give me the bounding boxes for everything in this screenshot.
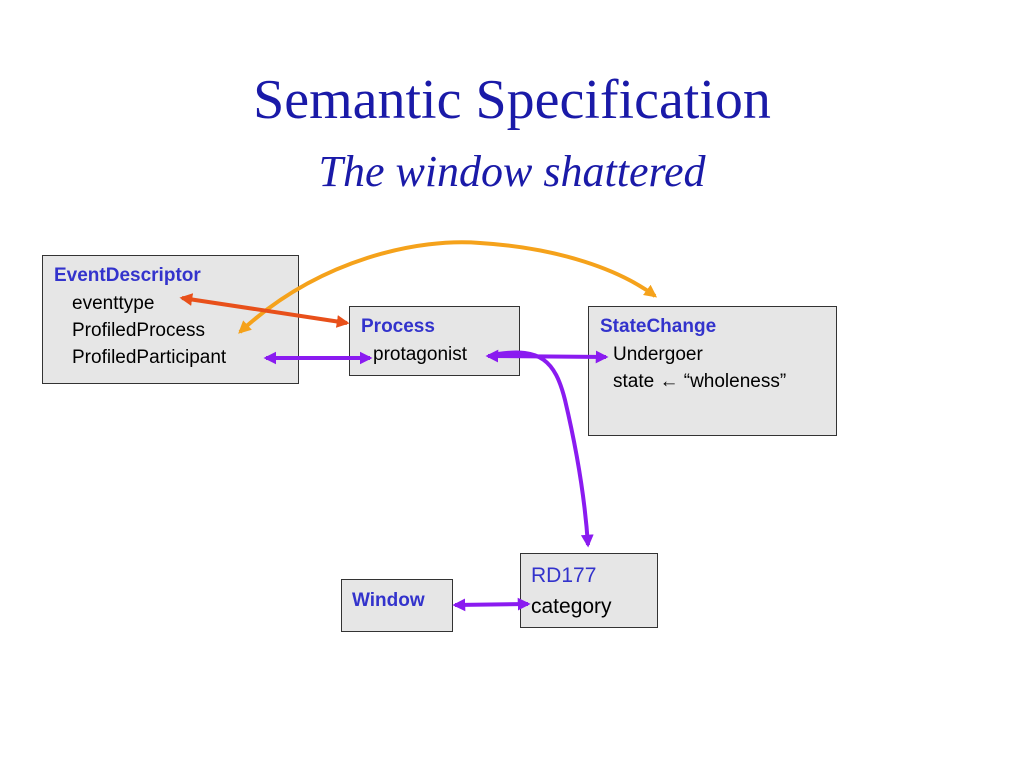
event-descriptor-line-profiled-process: ProfiledProcess (72, 320, 206, 341)
state-change-line-undergoer: Undergoer (613, 344, 703, 365)
rd177-box: RD177 category (520, 553, 658, 628)
process-line-protagonist: protagonist (373, 344, 468, 365)
orange-arrow-profiledprocess-statechange (238, 240, 658, 334)
purple-arrow-protagonist-rd177 (497, 350, 594, 548)
window-header: Window (352, 590, 425, 611)
slide-subtitle: The window shattered (318, 147, 706, 196)
purple-arrow-window-category (452, 597, 531, 612)
red-arrow-eventtype-process (179, 293, 350, 328)
purple-arrow-protagonist-undergoer (485, 349, 609, 364)
event-descriptor-line-profiled-participant: ProfiledParticipant (72, 347, 227, 368)
event-descriptor-header: EventDescriptor (54, 265, 201, 286)
event-descriptor-line-eventtype: eventtype (72, 293, 155, 314)
rd177-header: RD177 (531, 564, 597, 587)
rd177-line-category: category (531, 595, 612, 618)
window-box: Window (341, 579, 453, 632)
state-change-line-state: state ← “wholeness” (613, 371, 787, 392)
slide-title: Semantic Specification (253, 69, 771, 131)
